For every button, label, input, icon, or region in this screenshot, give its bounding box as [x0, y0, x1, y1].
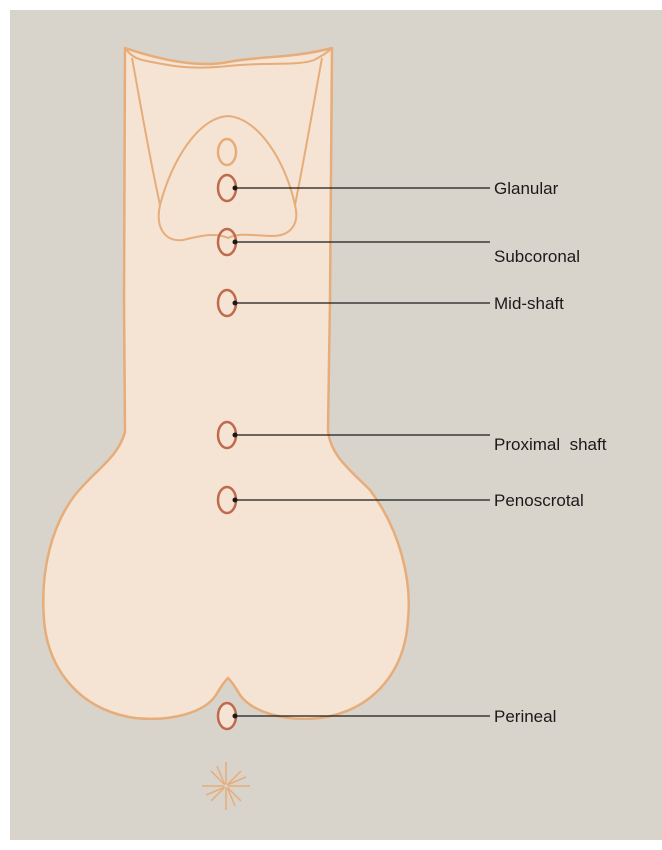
label-penoscrotal: Penoscrotal	[494, 491, 584, 510]
label-subcoronal: Subcoronal	[494, 247, 580, 266]
anus-starburst-icon	[202, 762, 250, 810]
label-perineal: Perineal	[494, 707, 556, 726]
label-proximal-shaft: Proximal shaft	[494, 435, 607, 454]
label-mid-shaft: Mid-shaft	[494, 294, 564, 313]
label-glanular: Glanular	[494, 179, 559, 198]
